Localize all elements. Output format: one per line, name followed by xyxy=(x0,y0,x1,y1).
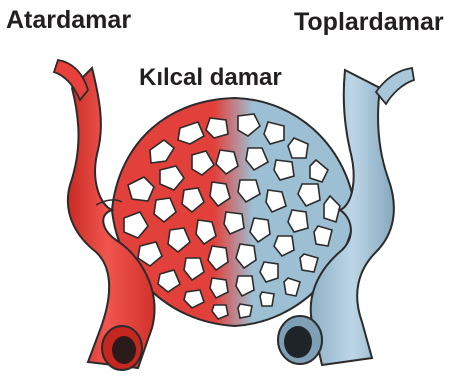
vein-label: Toplardamar xyxy=(294,10,444,35)
artery-label: Atardamar xyxy=(6,8,131,33)
capillary-label: Kılcal damar xyxy=(139,66,282,90)
